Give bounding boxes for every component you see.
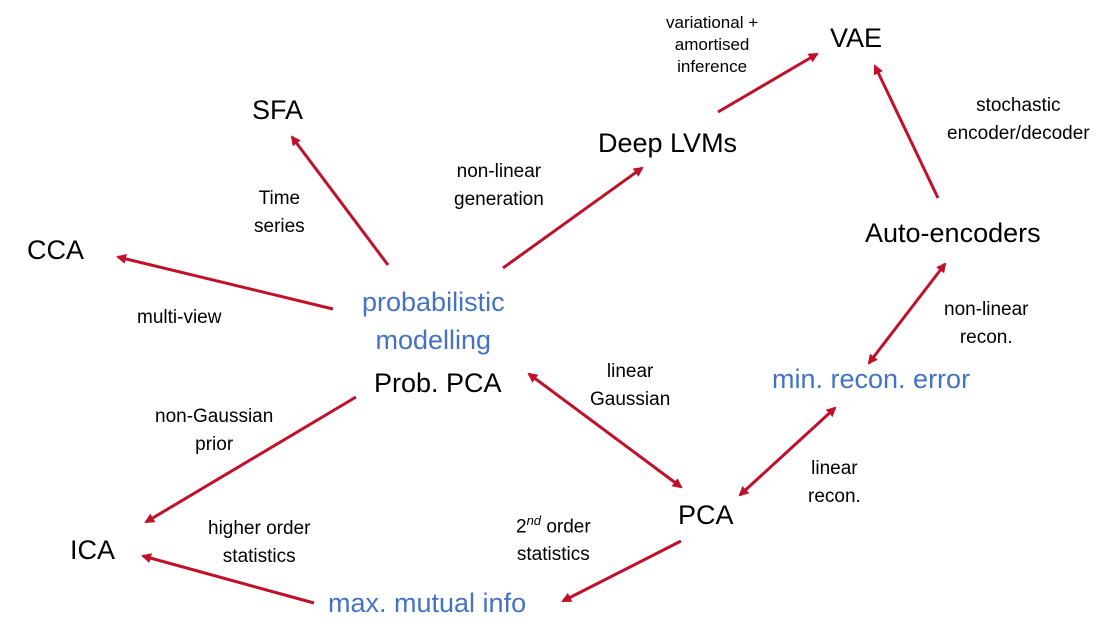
second-order-number: 2 [516, 516, 527, 538]
concept-probabilistic-modelling-line1: probabilistic [362, 287, 505, 317]
edge-label-non-linear-recon-line1: non-linear [944, 299, 1029, 320]
edge-label-linear-gaussian: linear Gaussian [590, 358, 670, 413]
edge-label-linear-recon-line1: linear [811, 458, 858, 479]
arrow-prob-pca-pca [527, 372, 683, 489]
node-vae: VAE [830, 23, 883, 53]
edge-label-variational: variational + amortised inference [666, 12, 758, 78]
arrow-pca-to-max-info [561, 539, 682, 603]
concept-probabilistic-modelling-line2: modelling [375, 324, 492, 355]
concept-min-recon-error: min. recon. error [772, 364, 971, 394]
arrow-prob-to-sfa [290, 135, 390, 266]
edge-label-non-linear-recon: non-linear recon. [944, 296, 1029, 351]
arrow-prob-to-cca [116, 254, 334, 311]
node-sfa: SFA [252, 95, 304, 125]
edge-label-linear-recon-line2: recon. [808, 485, 861, 507]
arrow-prob-to-deep-lvms [502, 166, 644, 270]
arrow-prob-pca-to-ica [144, 395, 357, 524]
edge-label-stochastic-line2: encoder/decoder [947, 122, 1090, 144]
edge-label-time-series-line1: Time [258, 188, 301, 209]
second-order-rest: order [546, 516, 591, 538]
node-ica: ICA [70, 535, 116, 565]
edge-label-linear-gaussian-line2: Gaussian [590, 388, 671, 410]
edge-label-stochastic: stochastic encoder/decoder [947, 92, 1090, 147]
edge-label-time-series-line2: series [254, 215, 305, 237]
edge-label-non-gaussian-prior-line1: non-Gaussian [155, 406, 274, 427]
arrow-deep-lvms-to-vae [717, 52, 819, 114]
edge-label-non-gaussian-prior-line2: prior [195, 433, 234, 455]
node-cca: CCA [27, 235, 85, 265]
second-order-superscript: nd [526, 513, 542, 528]
edge-label-linear-recon: linear recon. [808, 455, 861, 510]
edge-label-second-order-line2: statistics [516, 543, 590, 565]
arrow-pca-recon-error [738, 406, 837, 497]
arrow-autoencoders-to-vae [873, 64, 940, 199]
edge-label-multi-view: multi-view [137, 307, 222, 328]
edge-label-variational-line1: variational + [666, 13, 759, 32]
concept-max-mutual-info: max. mutual info [328, 588, 527, 618]
edge-label-linear-gaussian-line1: linear [606, 361, 654, 382]
edge-label-higher-order-line2: statistics [222, 545, 296, 567]
edge-label-variational-line2: amortised [674, 35, 750, 55]
edge-label-higher-order: higher order statistics [208, 515, 310, 570]
arrow-autoencoders-recon-error [867, 262, 947, 365]
node-deep-lvms: Deep LVMs [598, 128, 738, 158]
node-pca: PCA [678, 500, 734, 530]
concept-probabilistic-modelling: probabilistic modelling [362, 284, 505, 360]
edge-label-time-series: Time series [254, 185, 305, 240]
node-auto-encoders: Auto-encoders [865, 218, 1041, 248]
edge-label-second-order: 2nd order statistics [516, 512, 591, 568]
arrow-max-info-to-ica [141, 553, 315, 605]
edge-label-non-linear-generation: non-linear generation [454, 158, 544, 213]
edge-label-non-linear-generation-line1: non-linear [456, 161, 542, 182]
edge-label-non-gaussian-prior: non-Gaussian prior [155, 403, 273, 458]
edge-label-second-order-line1: 2nd order [516, 512, 591, 541]
edge-label-stochastic-line1: stochastic [976, 95, 1061, 116]
node-prob-pca: Prob. PCA [374, 368, 502, 398]
edge-label-non-linear-generation-line2: generation [454, 188, 544, 210]
edge-label-non-linear-recon-line2: recon. [959, 326, 1013, 348]
edge-label-higher-order-line1: higher order [208, 518, 311, 539]
edge-label-variational-line3: inference [677, 57, 748, 77]
